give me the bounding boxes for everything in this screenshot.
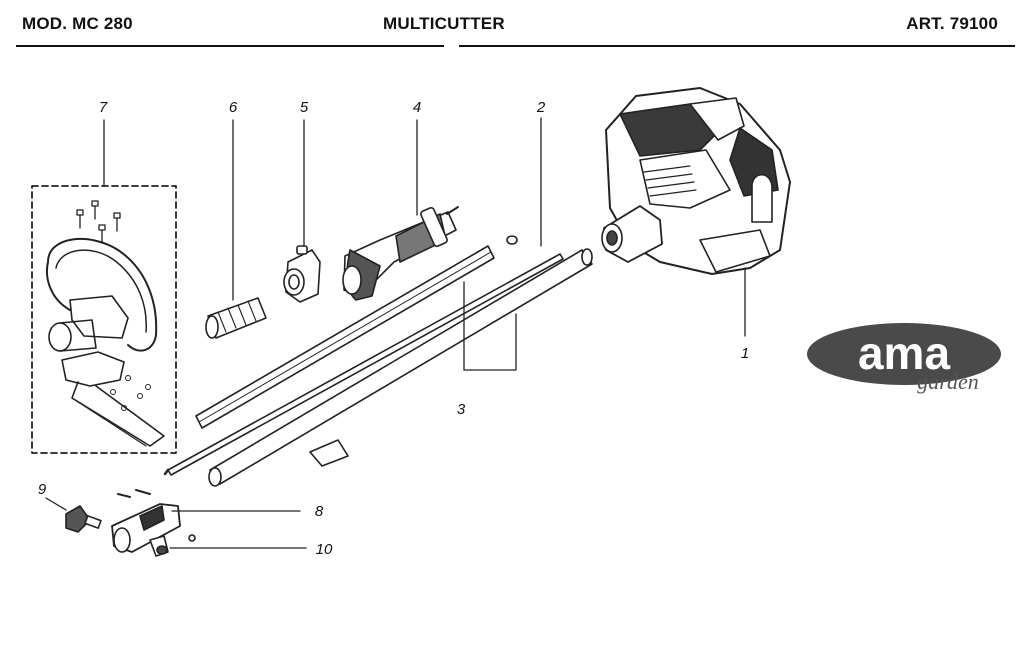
part-number: 5 (300, 99, 309, 116)
part-number: 7 (99, 99, 108, 116)
logo-main-text: ama (858, 327, 950, 379)
part-number: 1 (741, 345, 749, 362)
throttle-handle-drawing (342, 119, 459, 301)
tube-drawing (163, 117, 593, 487)
header-rule-right (459, 45, 1015, 47)
loop-handle-kit-drawing (31, 119, 177, 454)
model-label: MOD. MC 280 (22, 14, 133, 33)
bracket-drawing (283, 119, 321, 303)
part-number: 4 (413, 99, 421, 116)
document-title: MULTICUTTER (383, 14, 505, 33)
engine-drawing (601, 87, 791, 337)
part-number: 10 (316, 541, 333, 558)
grip-drawing (205, 119, 267, 339)
part-number: 9 (38, 481, 47, 498)
header-rule-left (16, 45, 444, 47)
part-number: 3 (457, 401, 466, 418)
article-number: ART. 79100 (906, 14, 998, 33)
logo-sub-text: garden (917, 369, 979, 394)
part-number: 6 (229, 99, 238, 116)
part-number: 2 (536, 99, 546, 116)
coupling-set-drawing (45, 489, 307, 557)
part-number: 8 (315, 503, 324, 520)
ama-garden-logo: ama garden (807, 323, 1001, 394)
